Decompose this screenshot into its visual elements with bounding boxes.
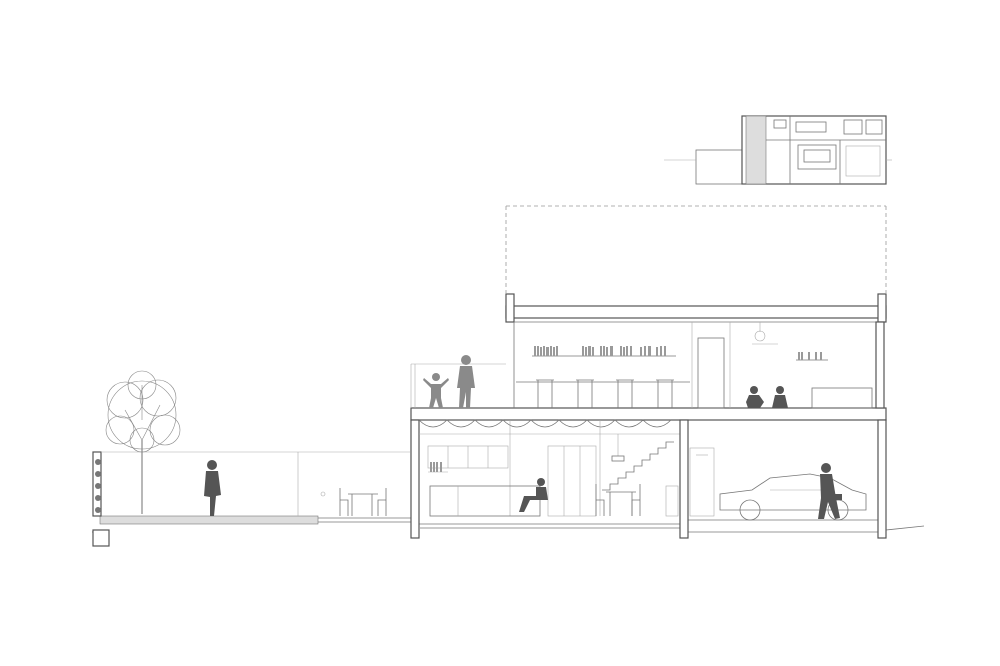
figure-walking-garden — [204, 460, 221, 516]
car — [719, 473, 867, 521]
roof-terrace — [410, 363, 506, 408]
ground-floor — [410, 407, 887, 539]
future-volume — [505, 205, 887, 294]
garden-wall — [92, 451, 410, 517]
figure-walking-garage — [818, 463, 842, 519]
key-plan — [664, 115, 892, 185]
tree — [105, 370, 181, 514]
ground — [92, 515, 925, 547]
bookshelf-books — [534, 346, 666, 356]
hedge — [95, 459, 101, 513]
figure-adult-terrace — [457, 355, 475, 408]
figure-seated — [519, 478, 548, 512]
figure-child-1 — [746, 386, 764, 408]
garage — [679, 419, 887, 539]
figure-child-terrace — [423, 373, 449, 408]
terrace-table-set — [320, 488, 387, 516]
first-floor — [505, 293, 887, 409]
desk-chairs — [536, 379, 674, 408]
figure-child-2 — [772, 386, 788, 408]
